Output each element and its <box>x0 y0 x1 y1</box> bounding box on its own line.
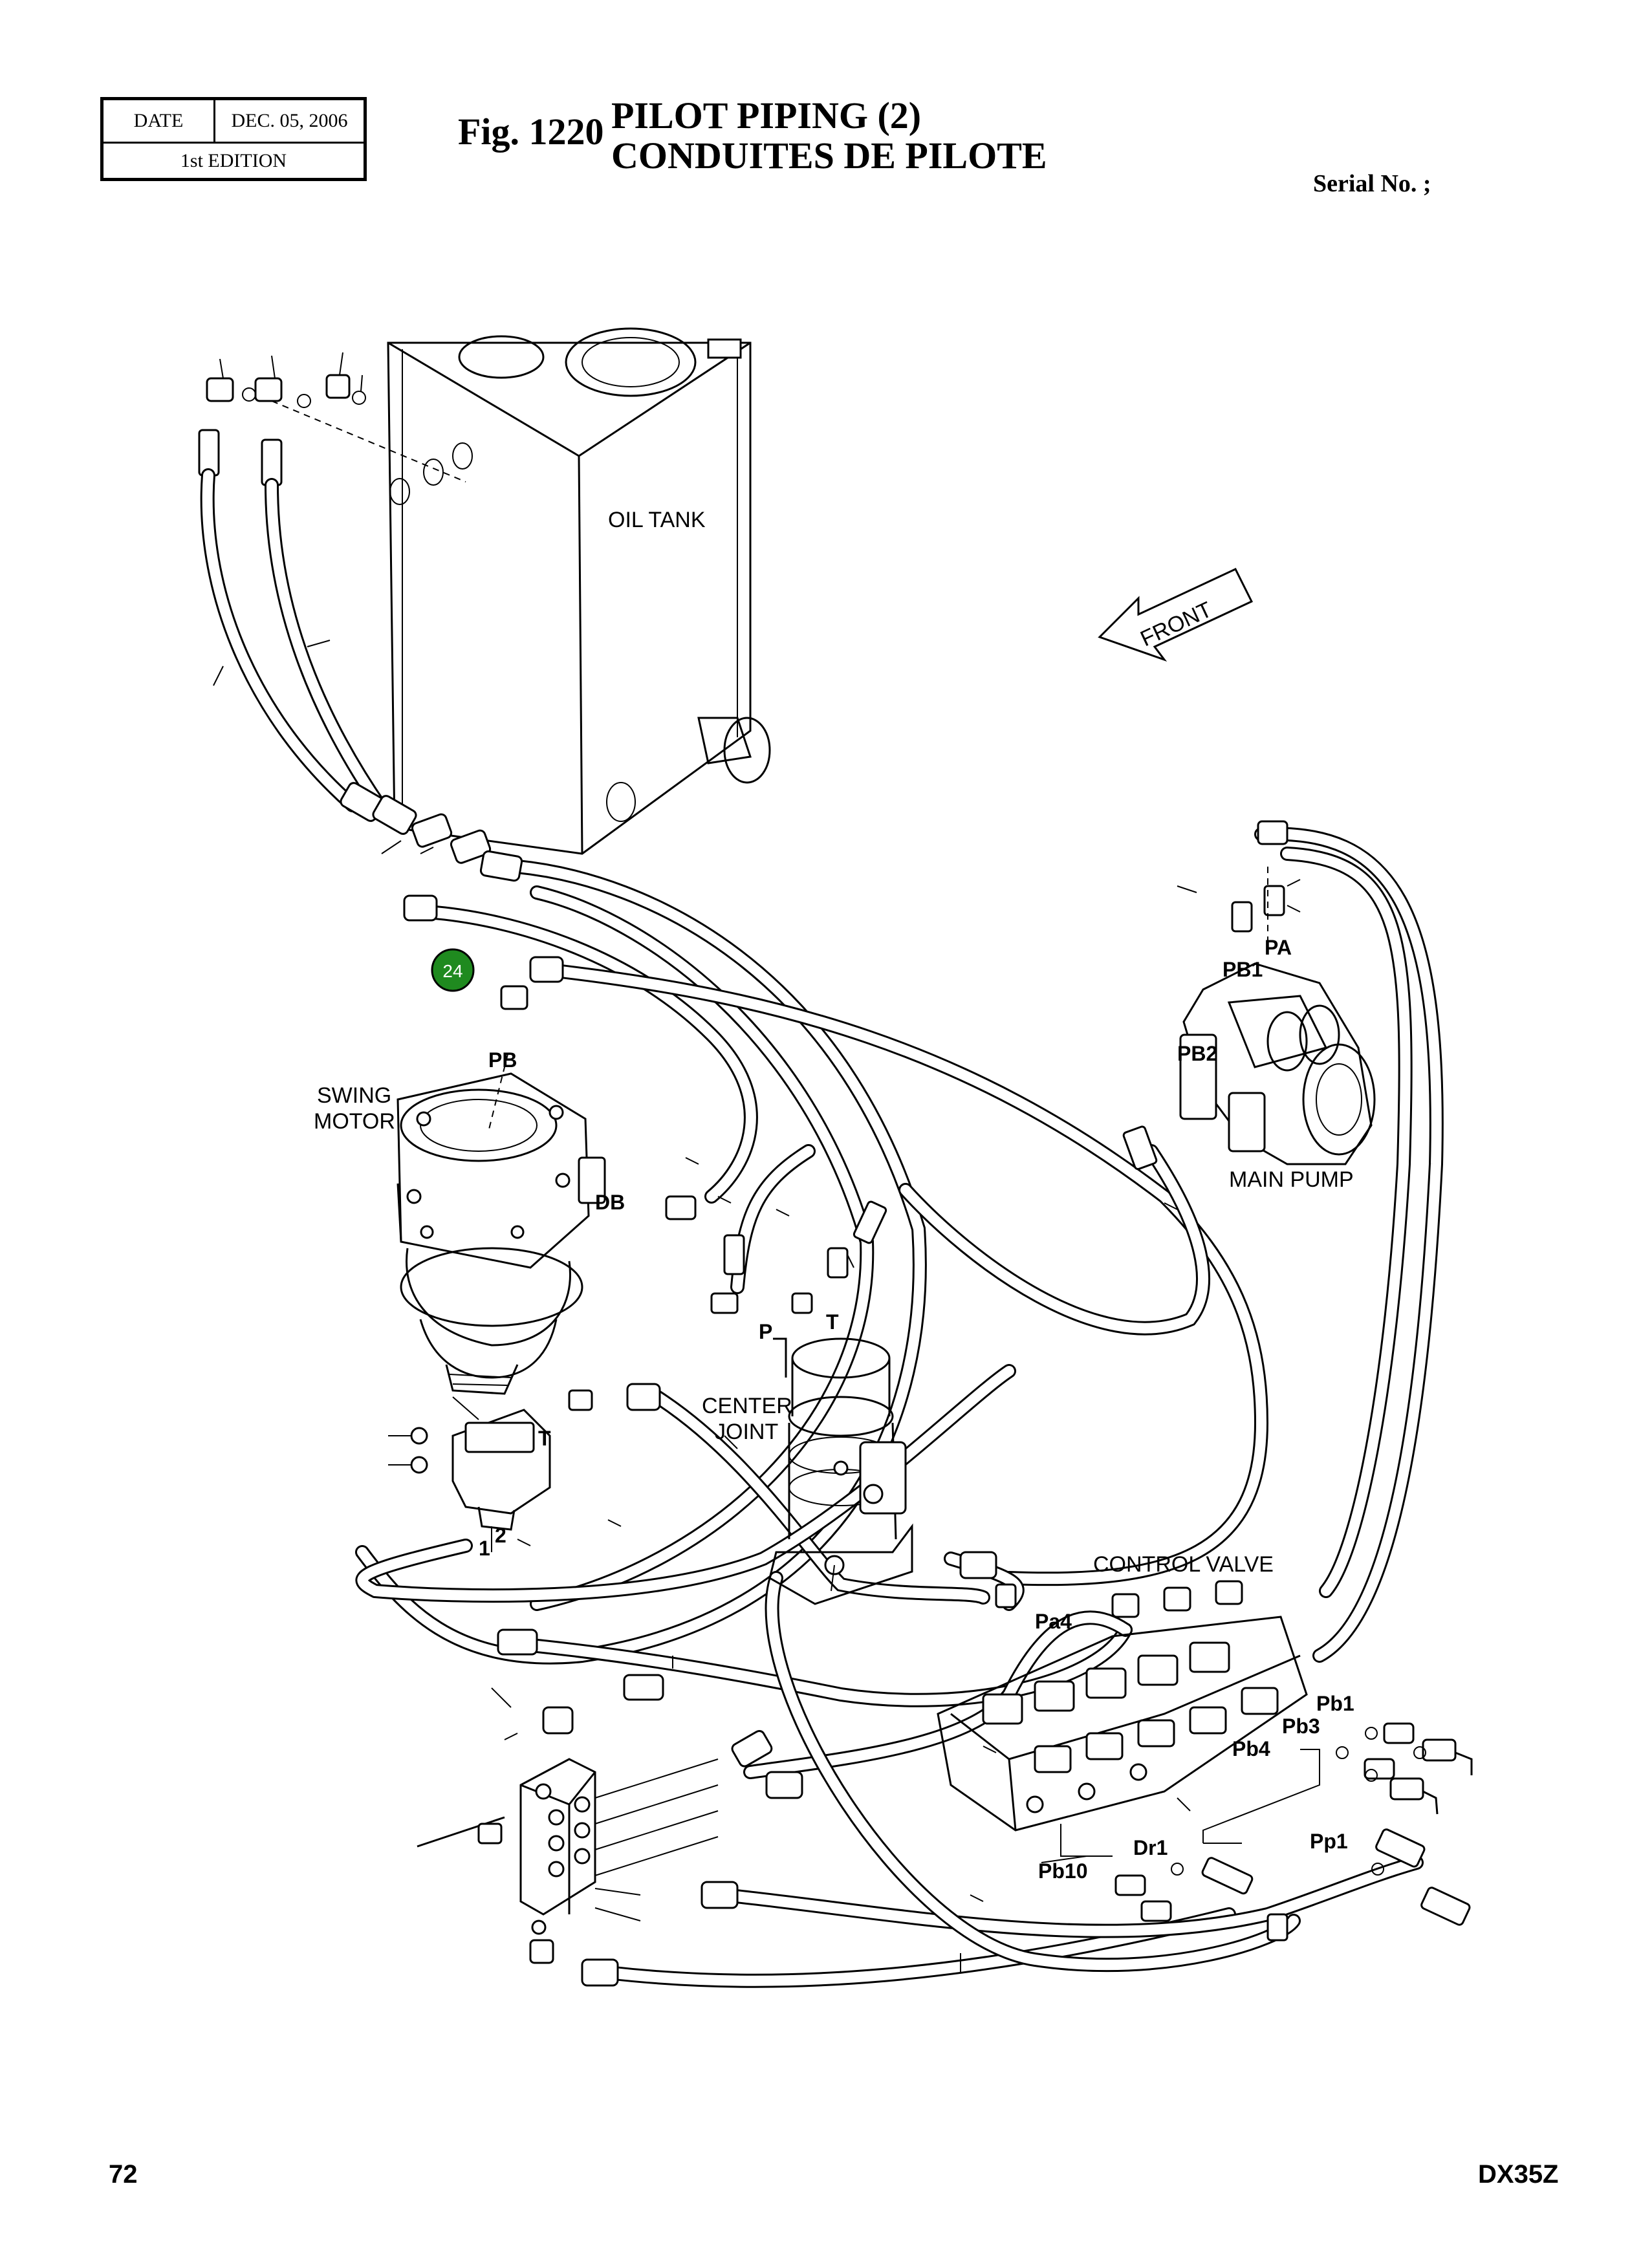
page-number: 72 <box>109 2160 138 2189</box>
port-label-pb3: Pb3 <box>1282 1715 1320 1738</box>
figure-number: Fig. 1220 <box>458 111 604 153</box>
manifold-block <box>417 1706 719 1964</box>
center-joint: CENTER JOINT <box>702 1337 913 1605</box>
port-label-pp1: Pp1 <box>1310 1830 1348 1853</box>
title-english: PILOT PIPING (2) <box>611 94 922 136</box>
port-label-t-block: T <box>538 1427 551 1450</box>
callout-circle[interactable] <box>431 948 475 992</box>
swing-motor-label-1: SWING <box>317 1083 391 1108</box>
port-label-db: DB <box>595 1191 625 1214</box>
date-box: DATE DEC. 05, 2006 1st EDITION <box>100 97 367 181</box>
swing-motor: SWING MOTOR <box>314 1054 606 1395</box>
date-label: DATE <box>103 100 215 142</box>
front-arrow: FRONT <box>1098 568 1254 662</box>
part-callout-24[interactable]: 24 <box>431 948 475 992</box>
center-joint-label-1: CENTER <box>702 1394 792 1418</box>
port-label-2: 2 <box>495 1524 506 1547</box>
oil-tank: OIL TANK <box>387 327 771 855</box>
figure-title: PILOT PIPING (2) CONDUITES DE PILOTE <box>611 96 1047 176</box>
solenoid-valve-block <box>388 1396 551 1531</box>
port-label-pb4: Pb4 <box>1232 1737 1270 1760</box>
edition-label: 1st EDITION <box>180 149 287 171</box>
port-label-pb1-valve: Pb1 <box>1316 1692 1354 1715</box>
swing-motor-label-2: MOTOR <box>314 1109 395 1134</box>
callout-number: 24 <box>442 961 462 981</box>
title-french: CONDUITES DE PILOTE <box>611 135 1047 177</box>
port-label-pb2: PB2 <box>1177 1042 1217 1065</box>
port-label-1: 1 <box>479 1537 490 1560</box>
control-valve: CONTROL VALVE <box>937 1552 1308 1832</box>
hose-fittings <box>340 782 1471 1987</box>
main-pump: MAIN PUMP <box>1179 867 1376 1192</box>
port-label-pa4: Pa4 <box>1035 1610 1072 1633</box>
model-code: DX35Z <box>1478 2160 1559 2189</box>
date-value: DEC. 05, 2006 <box>231 110 348 131</box>
port-label-t-joint: T <box>826 1310 839 1334</box>
leader-lines <box>213 640 1320 1973</box>
center-joint-label-2: JOINT <box>715 1420 778 1444</box>
port-label-pb: PB <box>488 1048 517 1072</box>
control-valve-label: CONTROL VALVE <box>1093 1552 1274 1577</box>
serial-number-label: Serial No. ; <box>1313 170 1431 197</box>
tank-fittings <box>198 352 466 486</box>
valve-port-fittings <box>1114 1722 1473 1922</box>
main-pump-label: MAIN PUMP <box>1229 1167 1354 1192</box>
port-label-p: P <box>759 1320 772 1343</box>
date-row: DATE DEC. 05, 2006 <box>103 100 364 144</box>
oil-tank-label: OIL TANK <box>608 508 706 532</box>
port-label-dr1: Dr1 <box>1133 1836 1168 1859</box>
port-label-pb10: Pb10 <box>1038 1859 1087 1883</box>
port-label-pa: PA <box>1265 936 1292 959</box>
front-label: FRONT <box>1136 597 1215 651</box>
port-label-pb1-pump: PB1 <box>1223 958 1263 981</box>
